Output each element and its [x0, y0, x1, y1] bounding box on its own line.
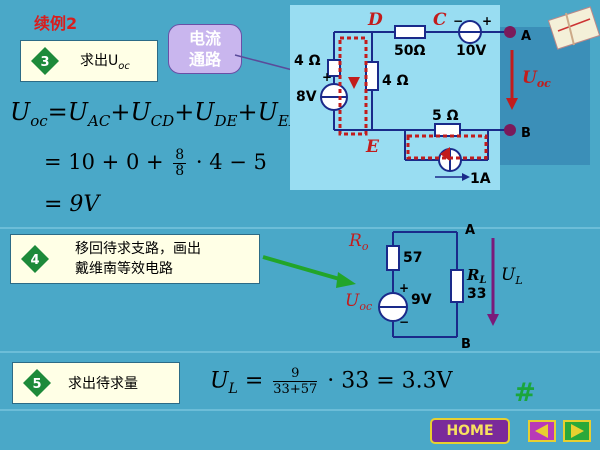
current-path-callout: 电流 通路 — [168, 24, 242, 74]
uoc2-label: Uoc — [345, 291, 372, 313]
step-3-badge-icon: 3 — [31, 47, 59, 75]
v10-plus: + — [482, 14, 492, 28]
step-5-label: 求出待求量 — [68, 376, 138, 392]
svg-text:3: 3 — [40, 55, 49, 70]
circuit-1: D C E A B 4 Ω 4 Ω 50Ω 5 Ω 8V + 10V − + 1… — [290, 5, 600, 190]
green-arrow-icon — [262, 255, 356, 288]
step-3-label: 求出Uoc — [80, 53, 130, 72]
node-d-label: D — [367, 10, 383, 30]
r4-mid-label: 4 Ω — [382, 73, 409, 89]
resistor-50ohm — [394, 25, 426, 39]
step-5-box — [12, 362, 180, 404]
resistor-ro — [386, 245, 400, 271]
current-path-loop-1 — [338, 36, 368, 136]
uoc-equation-line-2: = 10 + 0 + 8 8 · 4 − 5 — [44, 147, 267, 179]
terminal-b-label: B — [521, 126, 531, 141]
i1-label: 1A — [470, 171, 491, 187]
ul-equation: UL = 9 33+57 · 33 = 3.3V — [210, 366, 453, 397]
home-button[interactable]: HOME — [430, 418, 510, 444]
uoc-label: Uoc — [522, 68, 551, 90]
next-button[interactable] — [563, 420, 591, 442]
terminal-a2-label: A — [465, 223, 475, 238]
terminal-a — [504, 26, 516, 38]
v9-plus: + — [399, 281, 409, 295]
svg-text:5: 5 — [32, 377, 41, 392]
svg-text:4: 4 — [30, 253, 39, 268]
resistor-4ohm-mid — [365, 61, 379, 91]
step-4-label: 移回待求支路，画出 戴维南等效电路 — [75, 241, 201, 277]
r50-label: 50Ω — [394, 43, 425, 59]
terminal-b2-label: B — [461, 337, 471, 350]
uoc-equation-line-3: = 9V — [44, 192, 100, 217]
current-path-loop-2 — [406, 134, 488, 160]
uoc-equation: Uoc=UAC+UCD+UDE+UEB — [10, 98, 300, 130]
node-e-label: E — [365, 137, 380, 157]
v9-minus: − — [399, 315, 409, 329]
circuit-1-side-panel — [500, 27, 590, 165]
step-4-badge-icon: 4 — [21, 245, 49, 273]
prev-button[interactable] — [528, 420, 556, 442]
circuit-2: Ro 57 RL 33 Uoc + − 9V A B UL — [345, 223, 523, 350]
terminal-a-label: A — [521, 29, 531, 44]
v10-label: 10V — [456, 43, 486, 59]
slide-title: 续例2 — [34, 14, 78, 33]
r5-label: 5 Ω — [432, 108, 459, 124]
node-c-label: C — [433, 10, 447, 30]
v8-plus: + — [322, 70, 332, 84]
end-mark: # — [514, 378, 536, 408]
r4-left-label: 4 Ω — [294, 53, 321, 69]
resistor-5ohm — [434, 123, 461, 137]
ro-label: Ro — [348, 231, 369, 253]
v8-label: 8V — [296, 89, 317, 105]
v10-minus: − — [453, 14, 463, 28]
r33-label: 33 — [467, 286, 486, 302]
resistor-rl — [450, 269, 464, 303]
ul-label: UL — [501, 265, 523, 287]
triangle-left-icon — [535, 424, 548, 438]
step-4-box — [10, 234, 260, 284]
step-5-badge-icon: 5 — [23, 369, 51, 397]
book-icon — [547, 6, 600, 50]
r57-label: 57 — [403, 250, 422, 266]
triangle-right-icon — [571, 424, 584, 438]
v9-label: 9V — [411, 292, 432, 308]
terminal-b — [504, 124, 516, 136]
rl-label: RL — [466, 266, 487, 286]
